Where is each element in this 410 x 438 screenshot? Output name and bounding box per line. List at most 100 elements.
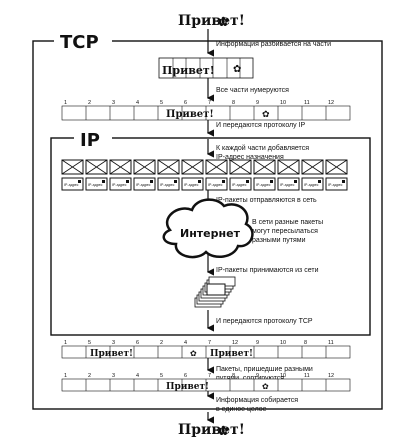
flower-icon: ✿ [218,15,229,30]
tcp-label: TCP [60,32,99,53]
numbered-row-number: 7 [208,100,211,106]
envelope-flap [301,159,324,175]
packet-header [109,177,132,191]
sorted-row-number: 10 [280,373,286,379]
numbered-row-flower-icon: ✿ [262,110,270,120]
step-split: Информация разбивается на части [216,40,331,48]
shuffled-row-number: 4 [184,340,187,346]
step-assemble-2: в единое целое [216,406,267,413]
packet-header [157,177,180,191]
packet-header [133,177,156,191]
envelope-flap [109,159,132,175]
packet-header-stamp [198,180,201,183]
packet-header [61,177,84,191]
packet-header-stamp [150,180,153,183]
step-routes-2: могут пересылаться [252,228,318,235]
shuffled-row-text-1: Привет! [90,349,133,359]
numbered-row-number: 9 [256,100,259,106]
step-receive: IP-пакеты принимаются из сети [216,267,319,274]
packet-header-label: IP-адрес [88,183,103,187]
sorted-row-number: 7 [208,373,211,379]
sorted-row-number: 4 [136,373,139,379]
shuffled-row-number: 2 [160,340,163,346]
numbered-row-number: 4 [136,100,139,106]
step-send: IP-пакеты отправляются в сеть [216,197,317,204]
tcp-label-bg [54,31,112,51]
packet-header-label: IP-адрес [160,183,175,187]
step-assemble-1: Информация собирается [216,396,298,404]
packet-header [205,177,228,191]
internet-label: Интернет [180,227,241,240]
packet-header-label: IP-адрес [112,183,127,187]
shuffled-row-number: 8 [304,340,307,346]
packet-header-label: IP-адрес [136,183,151,187]
numbered-row-number: 1 [64,100,67,106]
shuffled-row-number: 3 [112,340,115,346]
envelope-flap [157,159,180,175]
sorted-row-number: 12 [328,373,334,379]
envelope-flap [325,159,348,175]
packet-header [277,177,300,191]
packet-header-label: IP-адрес [304,183,319,187]
sorted-row-number: 3 [112,373,115,379]
shuffled-row-number: 12 [232,340,238,346]
numbered-row-number: 10 [280,100,286,106]
packet-header [301,177,324,191]
packet-header-stamp [270,180,273,183]
packet-header-stamp [102,180,105,183]
split-flower-icon: ✿ [233,64,241,75]
packet-header-stamp [294,180,297,183]
packet-header-stamp [246,180,249,183]
packet-header [181,177,204,191]
step-number: Все части нумеруются [216,87,289,94]
packet-header-label: IP-адрес [280,183,295,187]
envelope-flap [277,159,300,175]
ip-label-bg [74,128,112,148]
sorted-row-number: 1 [64,373,67,379]
packet-header-stamp [126,180,129,183]
numbered-row-number: 2 [88,100,91,106]
sorted-row-number: 9 [256,373,259,379]
numbered-row-text: Привет! [166,109,214,120]
ip-frame [50,137,371,336]
ip-label: IP [80,130,100,151]
packet-header-label: IP-адрес [64,183,79,187]
sorted-row-number: 2 [88,373,91,379]
shuffled-row-number: 7 [208,340,211,346]
sorted-row-number: 8 [232,373,235,379]
shuffled-row-number: 9 [256,340,259,346]
envelope-flap [61,159,84,175]
envelope-flap [85,159,108,175]
packet-header-label: IP-адрес [256,183,271,187]
envelope-row [61,159,348,175]
packet-header-stamp [222,180,225,183]
shuffled-row-text-2: Привет! [210,349,253,359]
step-pass-tcp: И передаются протоколу TCP [216,318,313,325]
shuffled-row-number: 10 [280,340,286,346]
packet-header-label: IP-адрес [208,183,223,187]
internet-cloud [162,198,254,259]
sorted-row-number: 11 [304,373,310,379]
split-message-frame [158,57,254,79]
packet-header-label: IP-адрес [232,183,247,187]
shuffled-row-flower-icon: ✿ [190,349,197,358]
packet-stack-top [206,283,226,296]
numbered-row-number: 6 [184,100,187,106]
packet-header [253,177,276,191]
step-sort-1: Пакеты, пришедшие разными [216,366,313,373]
packet-header-label: IP-адрес [328,183,343,187]
sorted-row-number: 5 [160,373,163,379]
packet-row: IP-адрес IP-адрес IP-адрес IP-адрес IP-адрес… [61,177,348,191]
step-sort-2: путями, сортируются [216,375,284,382]
shuffled-row-number: 1 [64,340,67,346]
shuffled-row-number: 5 [88,340,91,346]
envelope-flap [181,159,204,175]
packet-header [85,177,108,191]
numbered-row-number: 11 [304,100,310,106]
packet-header-stamp [78,180,81,183]
packet-stack [194,276,236,308]
split-message-text: Привет! [162,64,215,77]
numbered-row-number: 12 [328,100,334,106]
envelope-flap [229,159,252,175]
